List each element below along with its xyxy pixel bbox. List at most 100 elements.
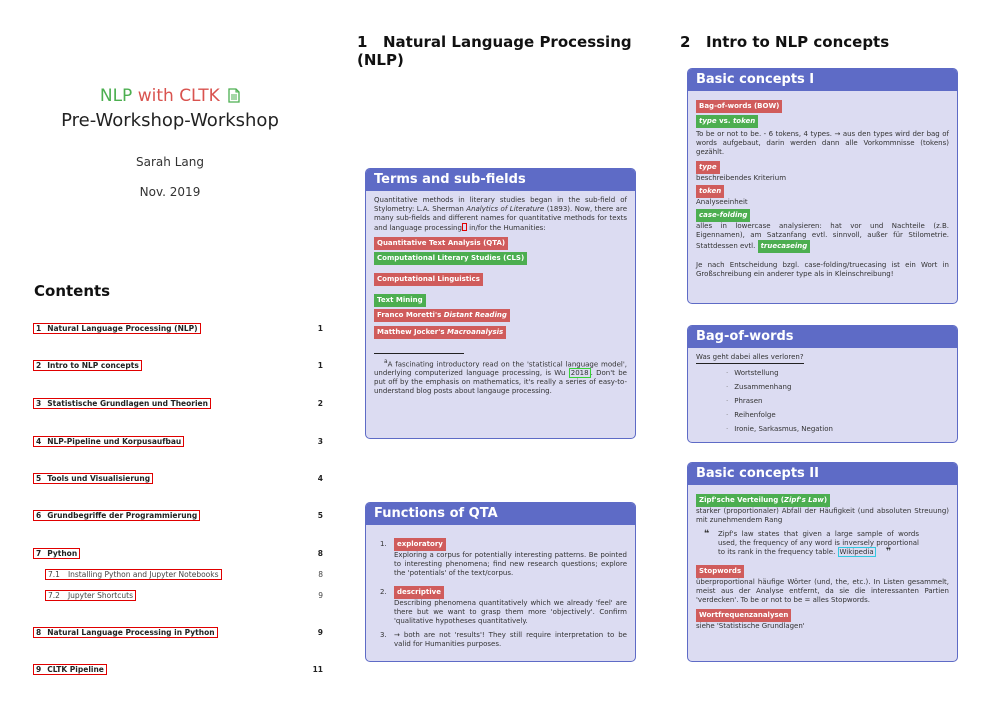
casefold-conclusion: Je nach Entscheidung bzgl. case-folding/… (696, 261, 949, 278)
text: in/for the Humanities: (466, 224, 546, 232)
token-desc: Analyseeinheit (696, 198, 748, 206)
toc-page: 8 (317, 549, 323, 558)
citation-link[interactable]: 2018 (568, 368, 591, 379)
toc-num: 7 (36, 549, 42, 558)
text: . Don't be put off by the emphasis on ma… (374, 369, 627, 396)
tag-bow: Bag-of-words (BOW) (696, 100, 783, 113)
toc-page: 9 (317, 628, 323, 637)
text: type (699, 163, 717, 171)
toc-page: 1 (317, 361, 323, 370)
text: type (699, 117, 717, 125)
toc-num: 8 (36, 628, 42, 637)
toc-num: 1 (36, 324, 42, 333)
bow-question: Was geht dabei alles verloren? (696, 353, 804, 364)
list-item: Wortstellung (726, 369, 949, 378)
tag-text-mining: Text Mining (374, 294, 426, 307)
toc-page: 3 (317, 437, 323, 446)
toc-page: 2 (317, 399, 323, 408)
text: truecaseing (760, 242, 808, 250)
document-icon[interactable] (228, 87, 240, 109)
toc-num: 9 (36, 665, 42, 674)
toc-page: 4 (317, 474, 323, 483)
tag-token: token (696, 185, 725, 198)
block-title: Terms and sub-fields (366, 169, 635, 191)
toc-label: Installing Python and Jupyter Notebooks (67, 570, 219, 579)
text: Distant Reading (443, 311, 507, 319)
toc-page: 8 (318, 570, 323, 579)
text: Zipf's Law (783, 496, 824, 504)
item-text: → both are not 'results'! They still req… (394, 631, 627, 648)
text: alles in lowercase analysieren: hat vor … (696, 222, 949, 250)
item-number: 1. (380, 540, 387, 548)
block-body: Quantitative methods in literary studies… (366, 191, 635, 401)
toc-subentry-7-1[interactable]: 7.1 Installing Python and Jupyter Noteboo… (45, 569, 323, 581)
casefold-desc: alles in lowercase analysieren: hat vor … (696, 222, 949, 253)
toc-label: Jupyter Shortcuts (67, 591, 133, 600)
text: A fascinating introductory read on the '… (374, 360, 627, 378)
wikipedia-link[interactable]: Wikipedia (837, 547, 876, 557)
toc-num: 4 (36, 437, 42, 446)
toc-page: 9 (318, 591, 323, 600)
toc-label: Grundbegriffe der Programmierung (47, 511, 198, 520)
toc-num: 7.1 (48, 570, 60, 579)
toc-num: 3 (36, 399, 42, 408)
toc-link[interactable]: 7.2 Jupyter Shortcuts (45, 590, 136, 601)
text: vs. (716, 117, 733, 125)
tag-case-folding: case-folding (696, 209, 751, 222)
zipf-quote: ❝ Zipf's law states that given a large s… (696, 530, 949, 557)
bow-list: Wortstellung Zusammenhang Phrasen Reihen… (726, 369, 949, 434)
block-title: Bag-of-words (688, 326, 957, 348)
section-number: 1 (357, 33, 368, 51)
footnote: aA fascinating introductory read on the … (374, 358, 627, 396)
list-item: Zusammenhang (726, 383, 949, 392)
block-body: Was geht dabei alles verloren? Wortstell… (688, 348, 957, 439)
terms-intro: Quantitative methods in literary studies… (374, 196, 627, 233)
text: Quantitative methods in literary studies… (374, 196, 627, 213)
tag-exploratory: exploratory (394, 538, 446, 551)
wortfrequenz-desc: siehe 'Statistische Grundlagen' (696, 622, 805, 630)
toc-link[interactable]: 7.1 Installing Python and Jupyter Noteboo… (45, 569, 222, 580)
toc-label: CLTK Pipeline (47, 665, 104, 674)
tag-wortfrequenz: Wortfrequenzanalysen (696, 609, 792, 622)
basic-concepts-1-block: Basic concepts I Bag-of-words (BOW) type… (687, 68, 958, 304)
toc-label: Intro to NLP concepts (47, 361, 139, 370)
text: case-folding (699, 211, 748, 219)
footnote-link[interactable] (461, 223, 467, 231)
bag-of-words-block: Bag-of-words Was geht dabei alles verlor… (687, 325, 958, 443)
tag-qta: Quantitative Text Analysis (QTA) (374, 237, 509, 250)
close-quote-icon: ❞ (885, 547, 892, 557)
list-item: Reihenfolge (726, 411, 949, 420)
title-nlp: NLP (99, 86, 133, 106)
toc-num: 7.2 (48, 591, 60, 600)
section-title: Intro to NLP concepts (706, 33, 890, 51)
block-body: Zipf'sche Verteilung (Zipf's Law) starke… (688, 485, 957, 636)
tag-truecaseing: truecaseing (757, 240, 811, 253)
tag-descriptive: descriptive (394, 586, 444, 599)
toc-link[interactable]: 9 CLTK Pipeline (33, 664, 107, 675)
toc-page: 1 (317, 324, 323, 333)
toc-subentry-7-2[interactable]: 7.2 Jupyter Shortcuts 9 (45, 590, 323, 602)
toc-label: Tools und Visualisierung (47, 474, 151, 483)
block-body: Bag-of-words (BOW) type vs. token To be … (688, 91, 957, 284)
date: Nov. 2019 (139, 185, 201, 199)
quote-text: Zipf's law states that given a large sam… (718, 530, 919, 556)
terms-block: Terms and sub-fields Quantitative method… (365, 168, 636, 439)
